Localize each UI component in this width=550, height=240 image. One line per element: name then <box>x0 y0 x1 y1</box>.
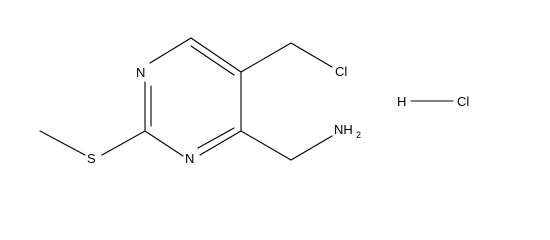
atom-nh2-subscript: 2 <box>356 130 361 140</box>
chemical-structure: N N S Cl NH 2 H Cl <box>39 37 469 166</box>
bond-ch2-cl <box>290 42 333 68</box>
atom-s: S <box>87 151 96 166</box>
bond-n1-c6 <box>149 37 192 64</box>
atom-n1: N <box>136 65 145 80</box>
bond-c2-s <box>101 130 146 156</box>
salt-h: H <box>397 94 406 109</box>
substituent-bonds <box>39 42 333 161</box>
pyrimidine-ring <box>144 37 242 157</box>
bond-n3-c2 <box>144 130 184 157</box>
hcl-salt: H Cl <box>397 94 469 109</box>
atom-n3: N <box>185 151 194 166</box>
bond-c6-c5-inner <box>190 45 235 76</box>
bond-c6-c5 <box>190 37 242 73</box>
atom-nh2: NH <box>334 122 353 137</box>
bond-c5-ch2cl <box>240 42 292 73</box>
bond-c4-n3-inner <box>197 127 235 149</box>
bond-c4-n3 <box>199 130 242 156</box>
bond-c4-ch2nh2 <box>240 130 292 161</box>
bond-ch2-nh2 <box>290 135 333 161</box>
atom-labels: N N S Cl NH 2 <box>87 64 361 166</box>
atom-cl: Cl <box>335 64 347 79</box>
salt-cl: Cl <box>457 94 469 109</box>
bond-s-ch3 <box>39 130 86 156</box>
